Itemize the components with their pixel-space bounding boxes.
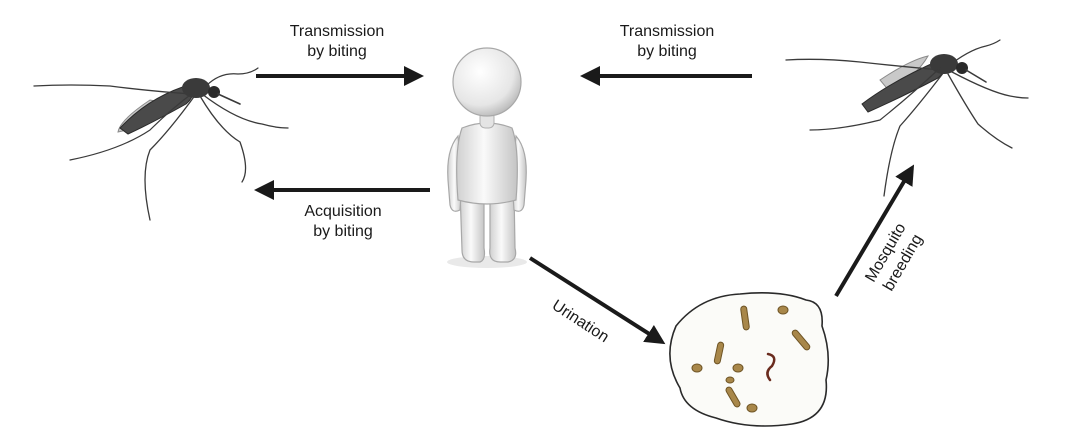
label-transmission-right: Transmission by biting xyxy=(592,22,742,62)
label-transmission-right-line1: Transmission xyxy=(619,23,715,40)
breeding-puddle-icon xyxy=(669,292,830,427)
label-transmission-left: Transmission by biting xyxy=(262,22,412,62)
label-transmission-left-line2: by biting xyxy=(307,43,367,60)
arrow-urination xyxy=(528,256,666,345)
arrow-mosquito-breeding xyxy=(834,164,915,298)
label-acquisition-line2: by biting xyxy=(313,223,373,240)
human-figure-icon xyxy=(447,47,527,268)
label-acquisition-line1: Acquisition xyxy=(304,203,382,220)
mosquito-left-icon xyxy=(33,67,289,221)
label-transmission-left-line1: Transmission xyxy=(289,23,385,40)
mosquito-right-icon xyxy=(785,39,1029,197)
label-transmission-right-line2: by biting xyxy=(637,43,697,60)
label-acquisition: Acquisition by biting xyxy=(268,202,418,242)
